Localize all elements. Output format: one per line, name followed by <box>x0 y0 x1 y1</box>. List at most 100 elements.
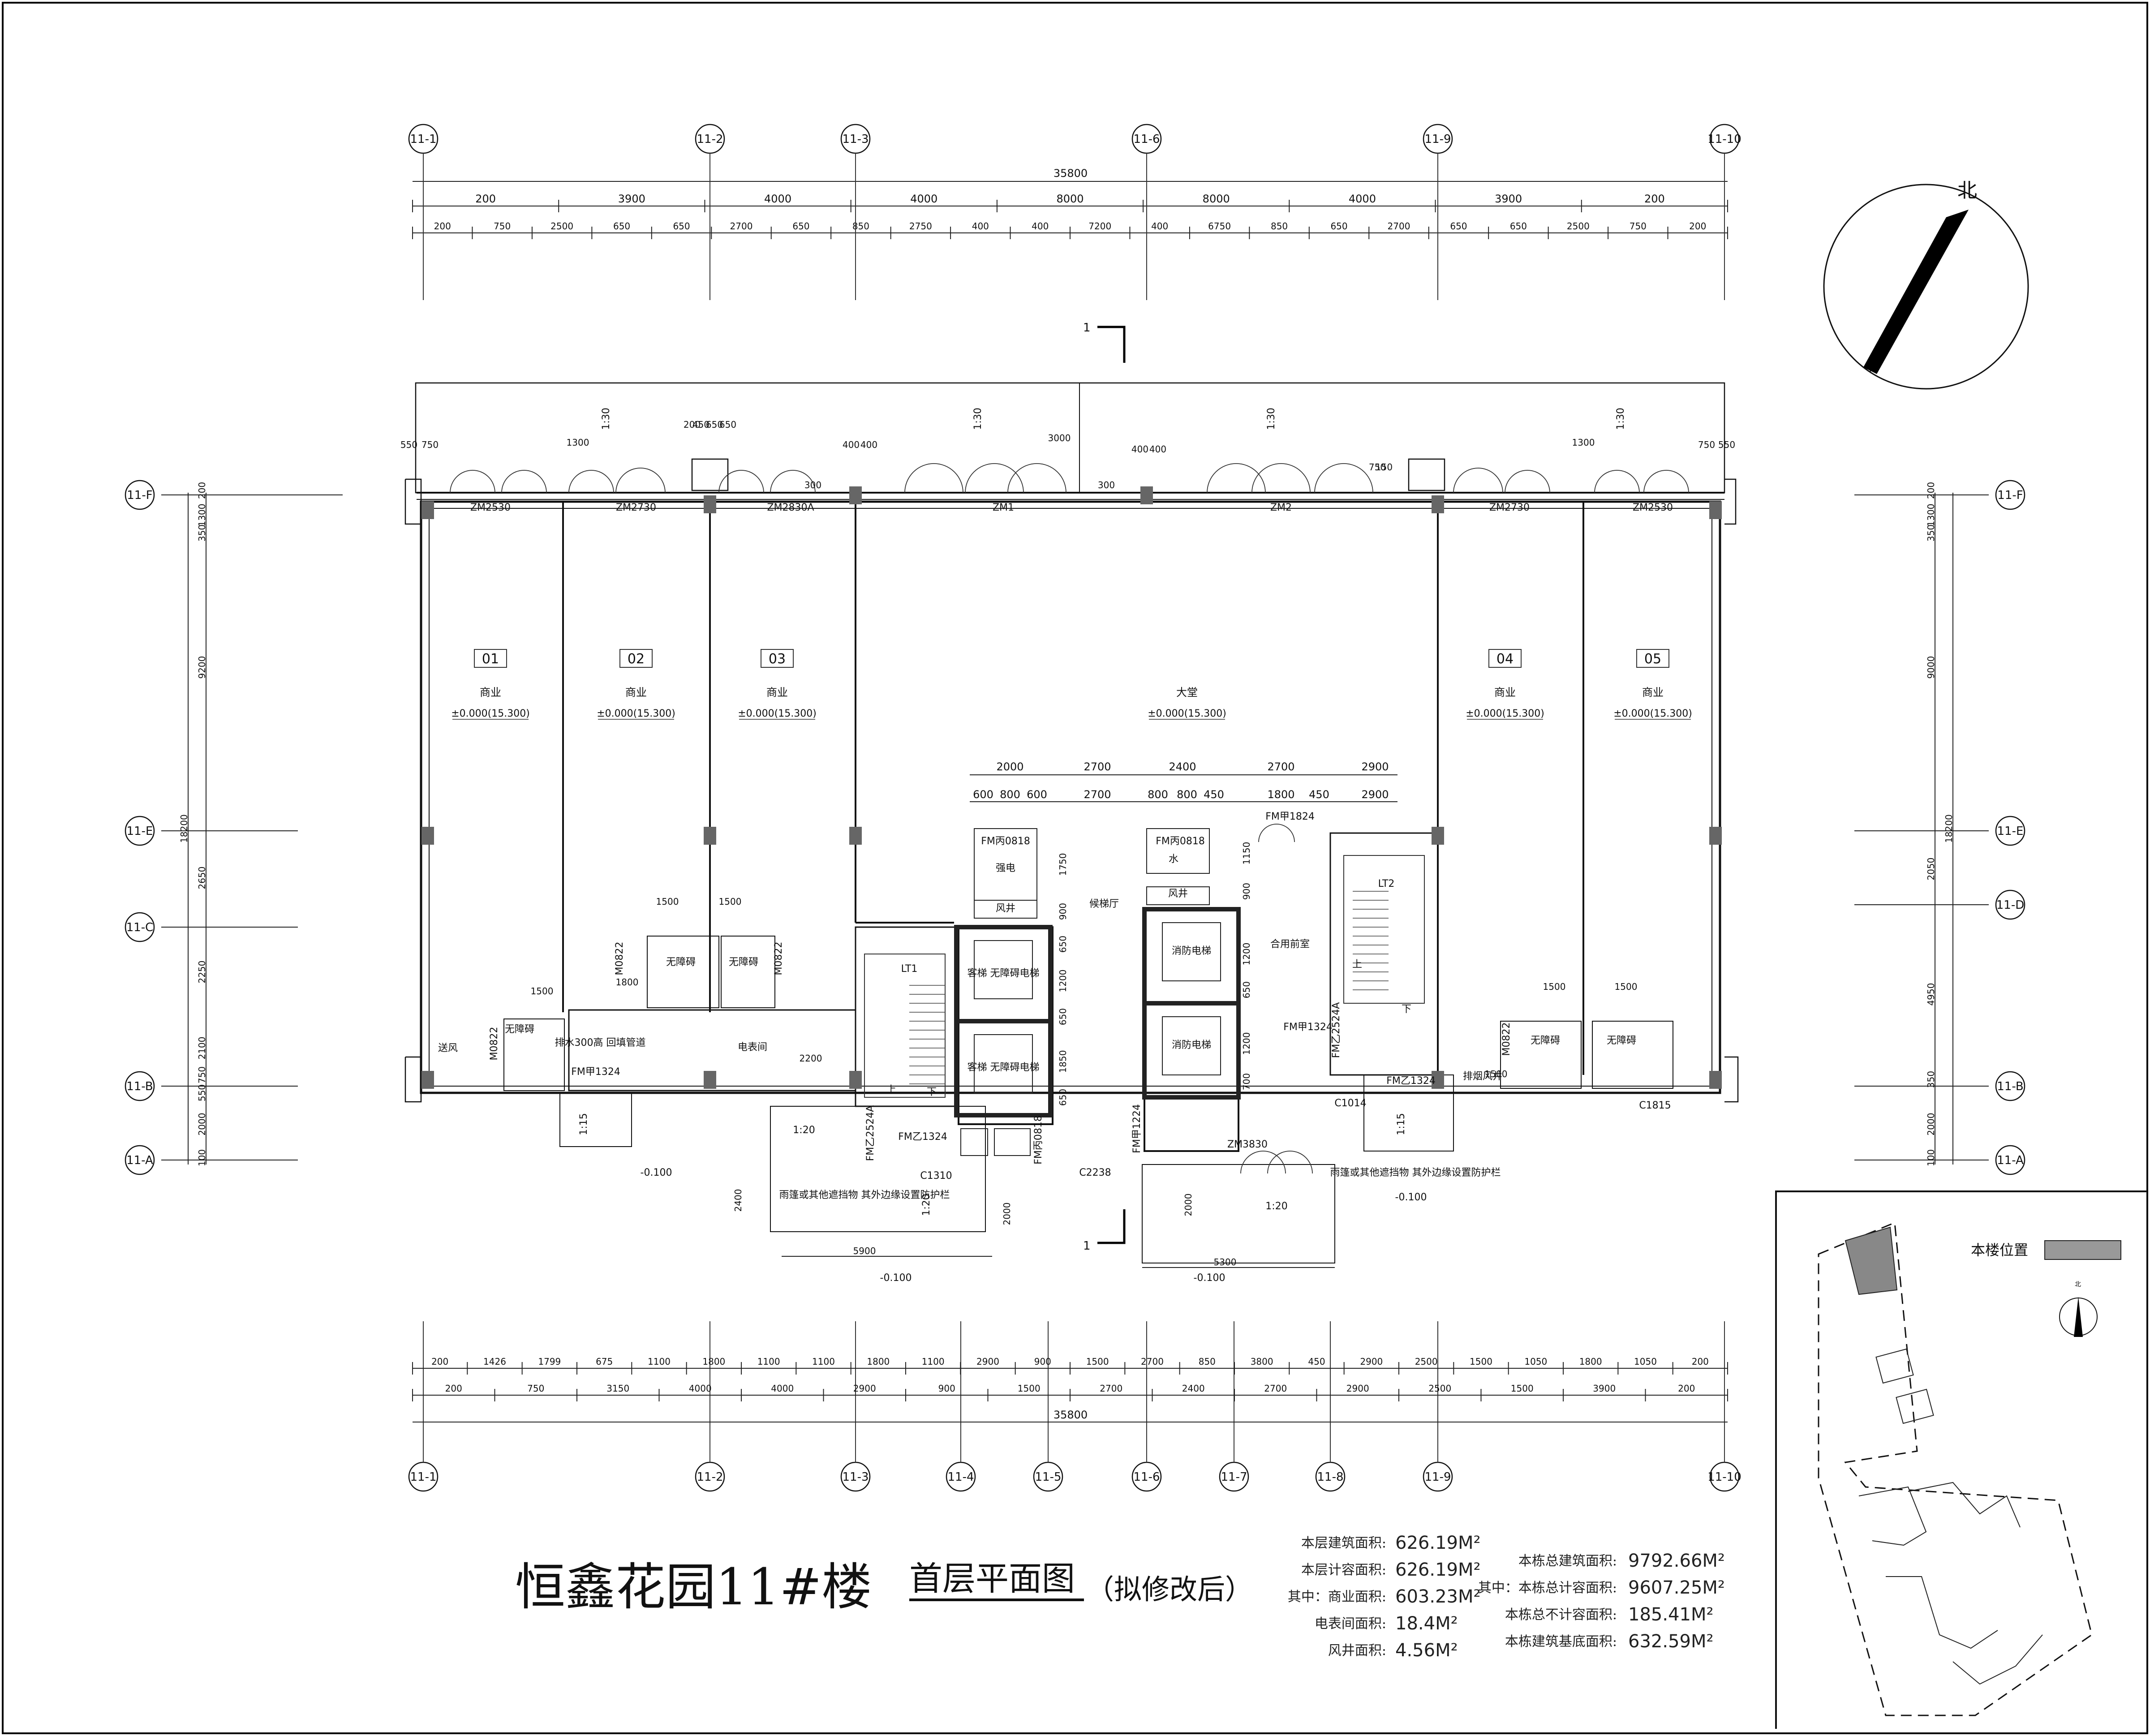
plan-label-up1: 上 <box>886 1084 896 1096</box>
column <box>1709 1071 1722 1089</box>
plan-label-zm2530a: ZM2530 <box>470 502 511 513</box>
bottom-total-dim: 35800 <box>1054 1409 1088 1421</box>
room-elevation: ±0.000(15.300) <box>597 708 675 719</box>
core-dim-value: 2700 <box>1084 788 1111 801</box>
room-number: 05 <box>1644 651 1661 667</box>
side-dim-value: 350 <box>1926 1071 1936 1088</box>
misc-dim-value: 1500 <box>656 896 679 907</box>
dim-value: 1800 <box>1579 1356 1602 1367</box>
door-swing <box>1007 463 1066 493</box>
axis-label: 11-1 <box>410 133 436 146</box>
plan-label-m0822c: M0822 <box>489 1027 500 1061</box>
plan-label-fmj1324b: FM乙1324 <box>898 1131 947 1143</box>
dim-value: 1800 <box>867 1356 890 1367</box>
column <box>704 827 716 845</box>
plan-label-fj2: 风井 <box>1168 888 1188 899</box>
axis-label: 11-A <box>126 1154 153 1167</box>
top-total-dim: 35800 <box>1054 167 1088 180</box>
door-swing <box>1258 824 1295 842</box>
axes-left: 11-F11-E11-C11-B11-A <box>125 480 155 1175</box>
core-dim-value: 2900 <box>1361 761 1389 773</box>
misc-dim-value: 400 <box>1131 444 1148 455</box>
side-dim-value: 100 <box>1926 1149 1936 1166</box>
dim-value: 4000 <box>764 193 791 205</box>
axis-label: 11-7 <box>1221 1470 1247 1484</box>
dim-value: 1426 <box>483 1356 506 1367</box>
room-name: 商业 <box>480 686 501 699</box>
column <box>849 1071 862 1089</box>
plan-label-sl2: 1:30 <box>972 408 984 430</box>
side-dim-value: 1300 <box>1926 504 1936 527</box>
side-dim-value: 350 <box>197 524 207 541</box>
dim-value: 2700 <box>730 221 753 232</box>
door-swing <box>501 470 547 493</box>
room-number-box <box>619 649 653 668</box>
dim-value: 200 <box>1678 1383 1695 1394</box>
key-plan-north: 北 <box>2075 1281 2081 1288</box>
misc-dim-value: 1150 <box>1241 842 1252 865</box>
dim-value: 1100 <box>922 1356 945 1367</box>
stat-value: 632.59M² <box>1628 1631 1714 1652</box>
dim-value: 2900 <box>1360 1356 1383 1367</box>
misc-dim-value: 400 <box>860 439 877 450</box>
key-plan <box>1775 1190 2147 1729</box>
side-dim-value: 2250 <box>197 961 207 984</box>
plan-label-lv4: -0.100 <box>1395 1192 1427 1203</box>
core-dimensions <box>970 774 1398 802</box>
section-label-bottom: 1 <box>1083 1239 1091 1253</box>
misc-dim-value: 1200 <box>1241 943 1252 966</box>
stat-value: 9607.25M² <box>1628 1577 1725 1598</box>
misc-dim-value: 1500 <box>1615 981 1638 992</box>
misc-dim-value: 1500 <box>531 986 554 997</box>
stat-value: 185.41M² <box>1628 1604 1714 1625</box>
axis-label: 11-8 <box>1317 1470 1343 1484</box>
door-swing <box>450 470 495 493</box>
door-swing <box>1267 1151 1313 1174</box>
dim-value: 3800 <box>1251 1356 1273 1367</box>
plan-label-down1: 下 <box>927 1087 937 1098</box>
axis-bubble <box>1995 816 2025 846</box>
misc-dim-value: 5900 <box>853 1246 876 1256</box>
plan-label-elev2b: 消防电梯 <box>1172 1040 1211 1051</box>
column <box>1709 501 1722 519</box>
dim-value: 2900 <box>1346 1383 1369 1394</box>
plan-label-qd: 强电 <box>996 863 1015 874</box>
axis-label: 11-2 <box>697 1470 723 1484</box>
dim-value: 400 <box>1151 221 1168 232</box>
axis-bubble <box>125 912 155 942</box>
misc-dim-value: 650 <box>1241 981 1252 998</box>
axis-label: 11-E <box>127 825 153 838</box>
axis-bubble <box>1995 1145 2025 1175</box>
misc-dim-value: 550 <box>400 439 417 450</box>
dim-value: 4000 <box>689 1383 712 1394</box>
misc-dim-value: 1200 <box>1058 970 1068 993</box>
door-swing <box>965 463 1024 493</box>
plan-label-fmz2524b: FM乙2524A <box>1331 1002 1342 1058</box>
building-walls <box>404 382 1739 1263</box>
misc-dim-value: 300 <box>1098 480 1115 490</box>
dim-value: 3900 <box>1495 193 1522 205</box>
misc-dim-value: 400 <box>843 439 860 450</box>
plan-label-lv2: -0.100 <box>880 1272 912 1284</box>
plan-label-ramp4: 1:15 <box>1396 1113 1407 1135</box>
stat-value: 4.56M² <box>1395 1640 1458 1661</box>
room-name: 商业 <box>1642 686 1664 699</box>
plan-label-m0822a: M0822 <box>614 942 625 975</box>
dim-value: 1500 <box>1018 1383 1041 1394</box>
plan-label-c1014: C1014 <box>1334 1098 1366 1109</box>
stat-label: 其中：商业面积: <box>1288 1589 1386 1605</box>
dim-value: 4000 <box>771 1383 794 1394</box>
door-swing <box>1207 463 1266 493</box>
axis-bubble <box>125 1145 155 1175</box>
room-elevation: ±0.000(15.300) <box>1148 708 1226 719</box>
plan-label-fmj1324d: FM甲1324 <box>1283 1022 1333 1033</box>
core-dim-value: 2000 <box>996 761 1023 773</box>
axis-label: 11-B <box>126 1080 153 1093</box>
axis-bubble <box>1995 480 2025 510</box>
axis-label: 11-E <box>1997 825 2024 838</box>
stat-value: 626.19M² <box>1395 1560 1481 1580</box>
axis-label: 11-F <box>1997 489 2023 502</box>
